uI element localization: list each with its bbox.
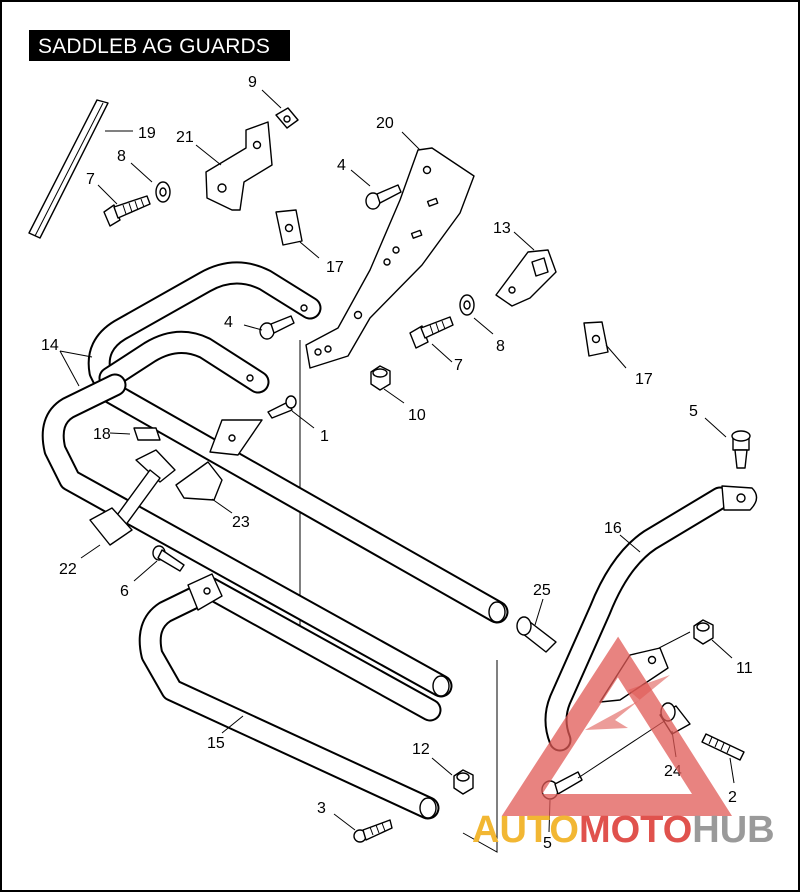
diagram-title: SADDLEB AG GUARDS [38,35,270,58]
part-17-clip-nut-2 [583,321,609,357]
part-8-washer-left [155,181,171,203]
callout-12: 12 [412,741,430,758]
part-20-bracket [305,147,475,369]
part-4-bolt-top [365,184,402,210]
callout-17-top: 17 [326,259,344,276]
part-21-bracket [205,121,273,211]
part-14-main-guard [41,261,509,698]
part-23-bracket [175,419,263,501]
part-22-brace [89,449,176,546]
part-10-nut [370,365,391,391]
part-4-bolt-mid [259,315,295,340]
part-7-bolt-right [409,316,454,349]
part-19-trim-strip [28,99,109,239]
callout-1: 1 [320,428,329,445]
watermark-logo: AUTOMOTOHUB [472,636,775,851]
callout-8-left: 8 [117,148,126,165]
callout-7-right: 7 [454,357,463,374]
title-background [29,30,290,61]
part-3-bolt [353,819,393,843]
part-15-lower-guard [138,573,442,820]
callout-18: 18 [93,426,111,443]
callout-5-top: 5 [689,403,698,420]
part-12-nut [453,769,474,795]
callout-9: 9 [248,74,257,91]
callout-2: 2 [728,789,737,806]
callout-7-left: 7 [86,171,95,188]
part-6-screw [152,545,185,572]
callout-4-mid: 4 [224,314,233,331]
watermark-triangle-icon [501,636,733,816]
callout-17-right: 17 [635,371,653,388]
part-17-clip-nut-1 [275,209,303,246]
watermark-arrow-icon [585,675,670,730]
part-8-washer-right [459,294,475,316]
callout-3: 3 [317,800,326,817]
callout-22: 22 [59,561,77,578]
callout-25: 25 [533,582,551,599]
callout-5-bottom: 5 [543,835,552,852]
callout-19: 19 [138,125,156,142]
callout-16: 16 [604,520,622,537]
part-11-nut [693,619,714,645]
part-13-bracket [495,249,557,307]
callout-11: 11 [736,660,753,677]
callout-6: 6 [120,583,129,600]
callout-15: 15 [207,735,225,752]
callout-8-right: 8 [496,338,505,355]
callout-10: 10 [408,407,426,424]
callout-20: 20 [376,115,394,132]
callout-14: 14 [41,337,59,354]
callout-21: 21 [176,129,194,146]
part-7-bolt-left [103,195,151,227]
part-5-screw-top [731,430,751,469]
callout-4-top: 4 [337,157,346,174]
part-18-pad [133,427,161,441]
leader-lines [59,89,735,833]
watermark-text: AUTOMOTOHUB [472,809,775,851]
callout-13: 13 [493,220,511,237]
part-25-spacer [516,616,557,653]
callout-23: 23 [232,514,250,531]
part-2-bolt [701,733,745,761]
part-1-screw [267,395,297,419]
title-block: SADDLEB AG GUARDS [29,30,290,61]
part-9-clip-nut [275,107,299,129]
